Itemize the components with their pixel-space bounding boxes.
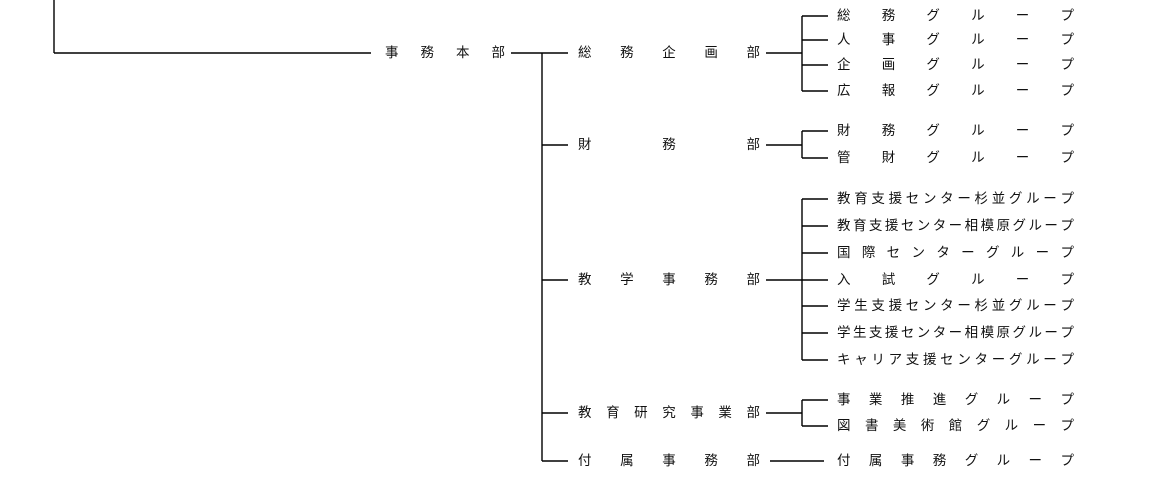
hq-label: 事務本部 (385, 45, 505, 61)
group-label: 事業推進グループ (837, 392, 1074, 408)
group-label: キャリア支援センターグループ (837, 352, 1074, 368)
group-label: 企画グループ (837, 57, 1074, 73)
dept-label: 総務企画部 (578, 45, 760, 61)
group-label: 人事グループ (837, 32, 1074, 48)
group-label: 総務グループ (837, 8, 1074, 24)
group-label: 入試グループ (837, 272, 1074, 288)
dept-label: 付属事務部 (578, 453, 760, 469)
group-label: 財務グループ (837, 123, 1074, 139)
group-label: 学生支援センター杉並グループ (837, 298, 1074, 314)
group-label: 広報グループ (837, 83, 1074, 99)
group-label: 管財グループ (837, 150, 1074, 166)
group-label: 図書美術館グループ (837, 418, 1074, 434)
dept-label: 財務部 (578, 137, 760, 153)
group-label: 教育支援センター杉並グループ (837, 191, 1074, 207)
dept-label: 教育研究事業部 (578, 405, 760, 421)
group-label: 付属事務グループ (837, 453, 1074, 469)
group-label: 教育支援センター相模原グループ (837, 218, 1074, 234)
group-label: 国際センターグループ (837, 245, 1074, 261)
group-label: 学生支援センター相模原グループ (837, 325, 1074, 341)
dept-label: 教学事務部 (578, 272, 760, 288)
